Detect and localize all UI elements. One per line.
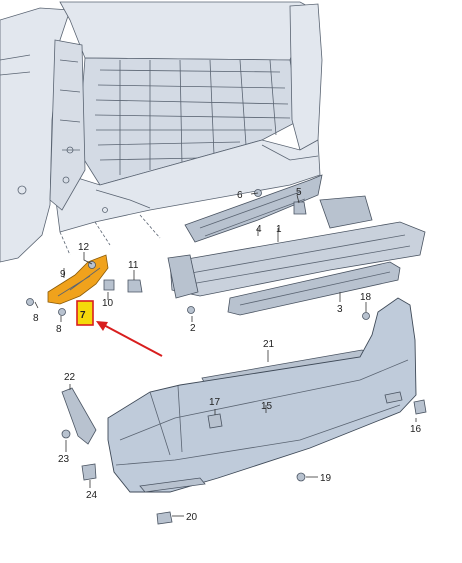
label-1: 1 xyxy=(276,224,282,235)
label-15: 15 xyxy=(261,401,273,412)
side-bracket xyxy=(47,254,109,305)
bumper-cover xyxy=(107,297,417,493)
label-7: 7 xyxy=(80,310,86,321)
label-23: 23 xyxy=(58,454,70,465)
highlight-box xyxy=(76,300,94,326)
label-18: 18 xyxy=(360,292,372,303)
bumper-guide-upper xyxy=(184,174,323,243)
label-12: 12 xyxy=(78,242,90,253)
label-21: 21 xyxy=(263,339,275,350)
label-16: 16 xyxy=(410,424,422,435)
label-3: 3 xyxy=(337,304,343,315)
vehicle-body xyxy=(0,1,323,263)
fasteners xyxy=(26,189,427,525)
label-10: 10 xyxy=(102,298,114,309)
red-arrow xyxy=(96,321,163,357)
label-11: 11 xyxy=(128,260,139,271)
label-24: 24 xyxy=(86,490,98,501)
label-20: 20 xyxy=(186,512,198,523)
label-8b: 8 xyxy=(56,324,62,335)
rear-crossmember xyxy=(167,195,426,299)
label-5: 5 xyxy=(296,187,302,198)
label-22: 22 xyxy=(64,372,76,383)
callout-labels: 1 2 3 4 5 6 7 8 8 9 10 11 12 15 16 17 18… xyxy=(33,187,422,523)
impact-absorber xyxy=(227,261,401,316)
label-4: 4 xyxy=(256,224,262,235)
leader-lines xyxy=(34,192,417,517)
label-19: 19 xyxy=(320,473,332,484)
label-2: 2 xyxy=(190,323,196,334)
label-6: 6 xyxy=(237,190,243,201)
label-8a: 8 xyxy=(33,313,39,324)
label-17: 17 xyxy=(209,397,221,408)
label-9: 9 xyxy=(60,269,66,280)
